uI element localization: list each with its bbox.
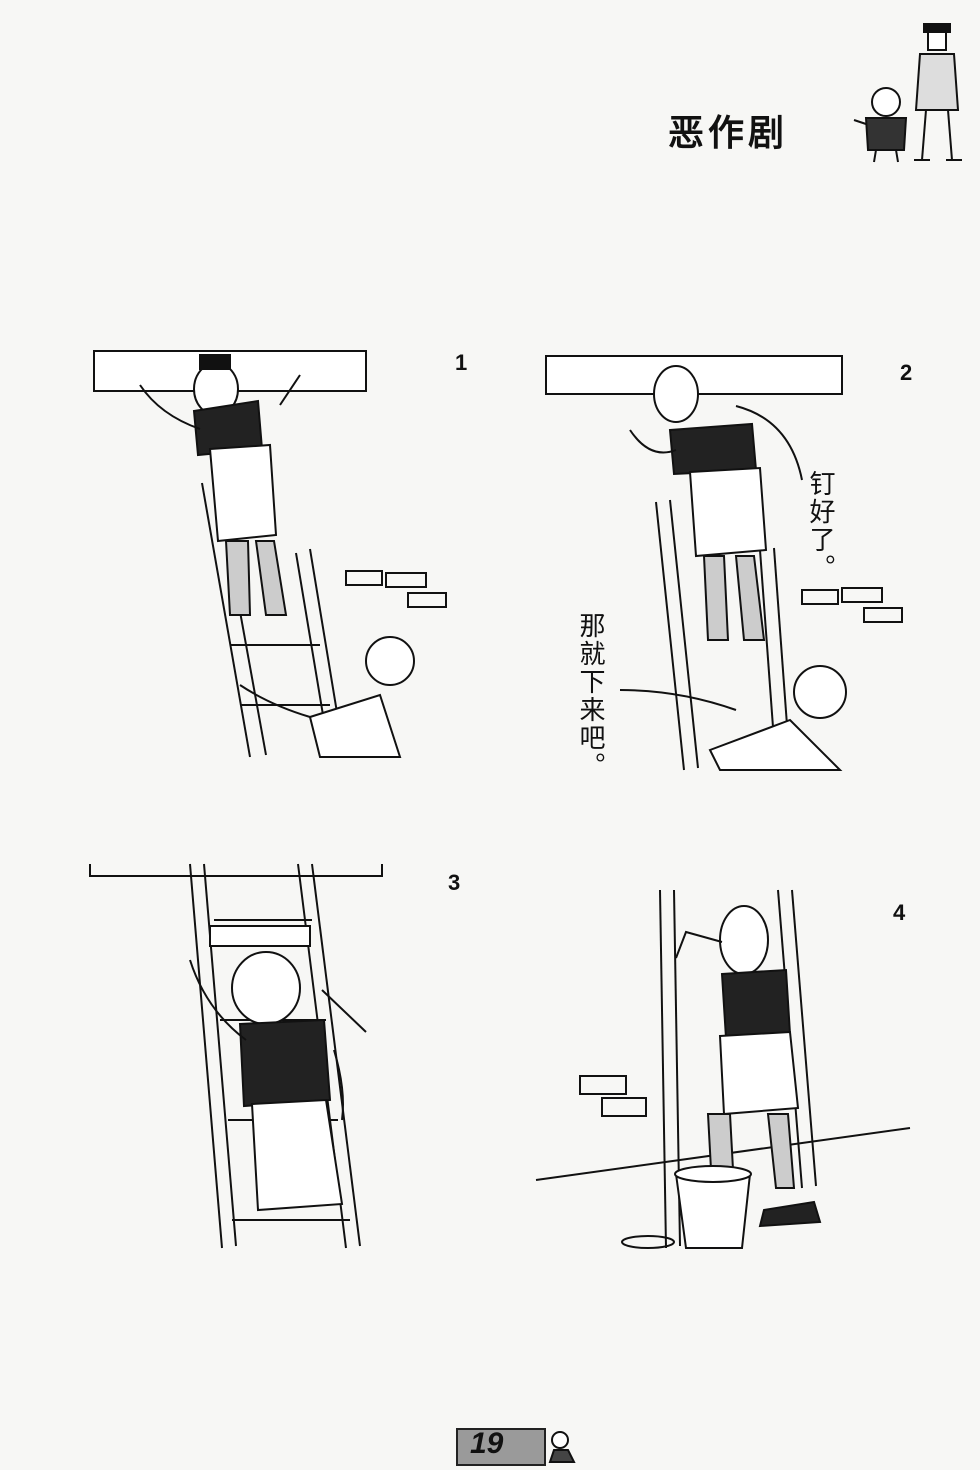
- panel-2-illustration: [545, 355, 903, 771]
- panel-number-4: 4: [893, 900, 906, 925]
- header-mascot-illustration: [853, 23, 962, 163]
- panel-1-illustration: [93, 350, 447, 758]
- speech-bubble-come-down: 那就下来吧。: [575, 612, 605, 780]
- panel-number-3: 3: [448, 870, 461, 895]
- panel-number-2: 2: [900, 360, 913, 385]
- panel-number-1: 1: [455, 350, 468, 375]
- speech-bubble-nailed: 钉好了。: [805, 470, 835, 582]
- panel-3-illustration: [89, 863, 383, 1249]
- page-number-box: [456, 1428, 546, 1466]
- page-number: 19: [470, 1427, 504, 1460]
- page-title: 恶作剧: [668, 113, 789, 154]
- panel-4-illustration: [535, 889, 911, 1249]
- footer-mascot-icon: [548, 1431, 576, 1463]
